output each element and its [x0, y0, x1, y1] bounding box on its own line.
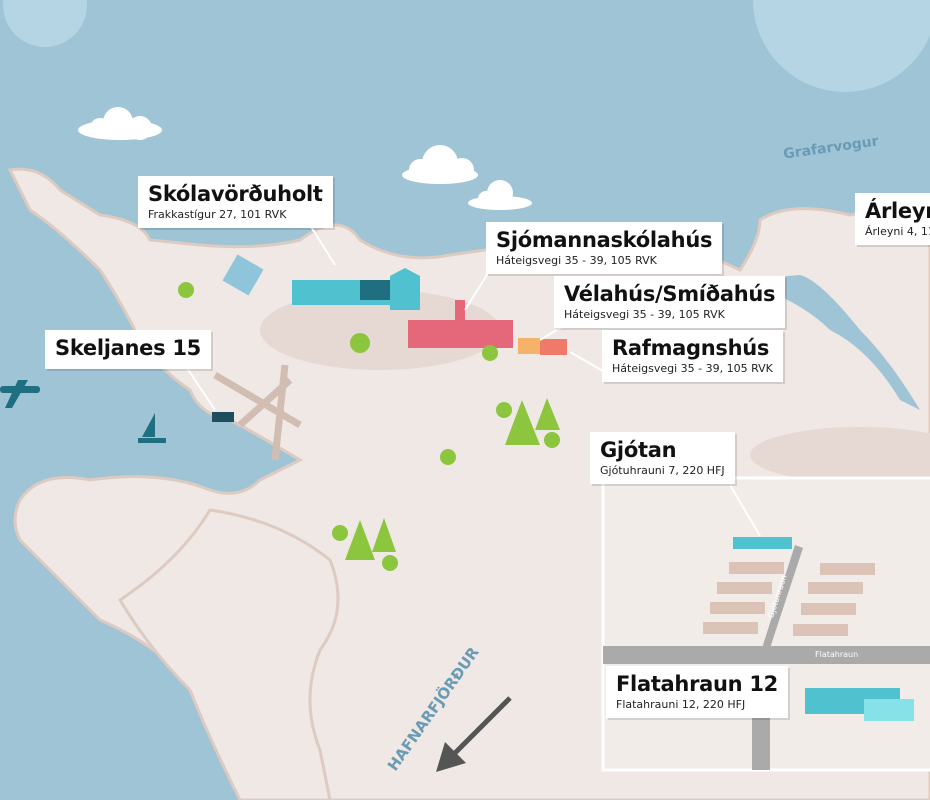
cloud	[468, 180, 532, 210]
sailboat-hull	[138, 438, 166, 443]
tower	[455, 300, 465, 322]
airport-runways	[213, 364, 302, 461]
location-name: Vélahús/Smíðahús	[564, 282, 776, 306]
inset-buildings	[703, 562, 875, 636]
sailboat-icon	[142, 413, 155, 437]
location-name: Árleyni	[865, 199, 930, 223]
location-name: Gjótan	[600, 438, 677, 462]
stadium	[222, 254, 264, 296]
building-velahus[interactable]	[518, 338, 540, 354]
location-address: Háteigsvegi 35 - 39, 105 RVK	[496, 254, 657, 267]
land-hafnarfjordur	[117, 508, 340, 800]
road-label-flatahraun: Flatahraun	[815, 650, 859, 659]
hill	[260, 290, 500, 370]
road-gjotuhraun	[762, 545, 803, 648]
arrow-hafnarfjordur	[448, 696, 512, 760]
building-sjomannaskolahus[interactable]	[408, 320, 513, 348]
cloud	[78, 107, 162, 140]
location-name: Rafmagnshús	[612, 336, 770, 360]
sky-circle	[3, 0, 87, 47]
label-skeljanes[interactable]: Skeljanes 15	[45, 330, 211, 369]
building	[390, 268, 420, 310]
hill	[750, 427, 930, 483]
location-address: Gjótuhrauni 7, 220 HFJ	[600, 464, 725, 477]
location-address: Árleyni 4, 11	[865, 225, 930, 238]
location-address: Frakkastígur 27, 101 RVK	[148, 208, 287, 221]
building-rafmagnshus[interactable]	[540, 339, 567, 355]
sky-circle	[753, 0, 930, 92]
label-flatahraun[interactable]: Flatahraun 12 Flatahrauni 12, 220 HFJ	[606, 666, 788, 718]
location-name: Skólavörðuholt	[148, 182, 323, 206]
location-name: Flatahraun 12	[616, 672, 778, 696]
building-gjotan[interactable]	[733, 537, 792, 549]
location-name: Skeljanes 15	[55, 336, 201, 360]
building	[864, 699, 914, 721]
building	[360, 280, 392, 300]
cloud	[402, 145, 478, 184]
location-name: Sjómannaskólahús	[496, 228, 713, 252]
location-address: Háteigsvegi 35 - 39, 105 RVK	[564, 308, 725, 321]
water-bay-arleyni	[740, 275, 920, 410]
airplane-icon	[0, 380, 40, 408]
building-skeljanes[interactable]	[212, 412, 234, 422]
location-address: Háteigsvegi 35 - 39, 105 RVK	[612, 362, 773, 375]
road	[752, 715, 770, 770]
arrow-head-icon	[436, 742, 466, 772]
road-flatahraun	[603, 646, 930, 664]
location-address: Flatahrauni 12, 220 HFJ	[616, 698, 746, 711]
label-arleyni[interactable]: ÁrleyniÁrleyni 4, 11	[855, 193, 930, 245]
